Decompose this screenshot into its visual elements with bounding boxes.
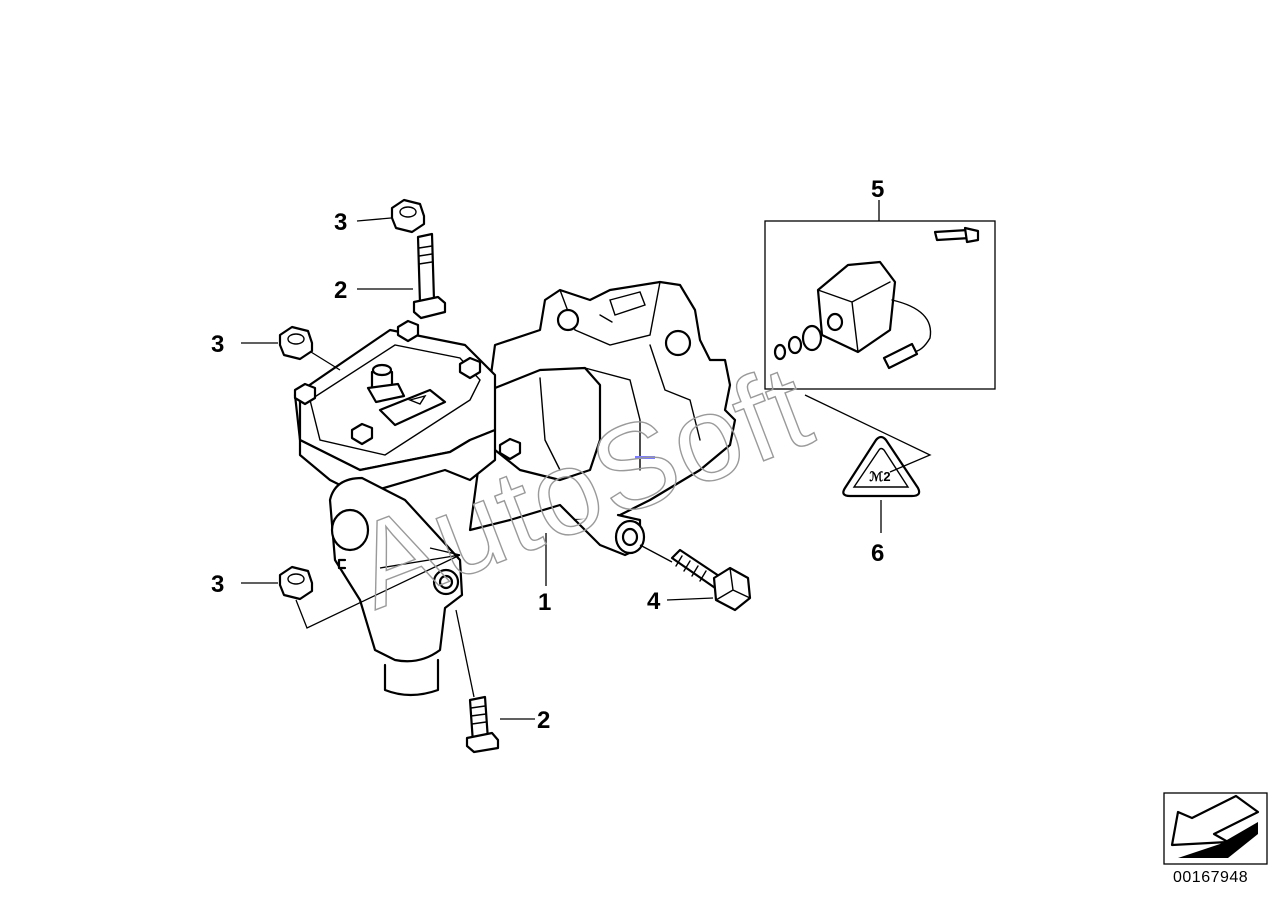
callout-3-middle: 3 <box>211 331 224 358</box>
bolt-icon <box>412 232 447 320</box>
callout-2-bottom: 2 <box>537 707 550 734</box>
solenoid-valve-icon <box>764 220 996 390</box>
svg-text:ℳ2: ℳ2 <box>869 469 890 484</box>
callout-2-top: 2 <box>334 277 347 304</box>
callout-3-top: 3 <box>334 209 347 236</box>
callout-4: 4 <box>647 588 661 615</box>
hex-nut-icon <box>390 198 426 234</box>
callout-1: 1 <box>538 589 551 616</box>
bolt-icon <box>465 695 500 754</box>
warning-triangle-icon: ℳ2 <box>842 435 921 498</box>
direction-arrow-icon <box>1163 792 1268 865</box>
hex-nut-icon <box>278 565 314 601</box>
diagram-number: 00167948 <box>1173 869 1249 886</box>
hex-bolt-icon <box>670 548 752 612</box>
hex-nut-icon <box>278 325 314 361</box>
callout-5: 5 <box>871 176 884 203</box>
callout-3-bottom: 3 <box>211 571 224 598</box>
callout-6: 6 <box>871 540 884 567</box>
steering-gear-icon <box>293 280 737 697</box>
leader-lines <box>241 200 932 720</box>
